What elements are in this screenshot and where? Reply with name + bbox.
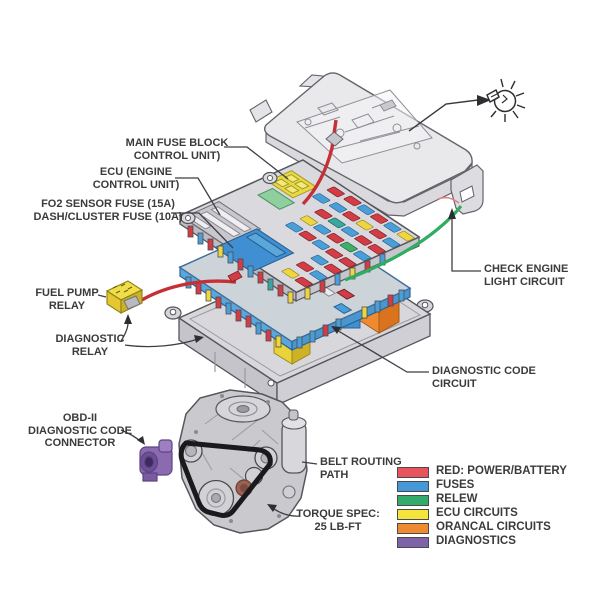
serpentine-belt [178,440,273,518]
callout-main-fuse-block: MAIN FUSE BLOCK CONTROL UNIT) [125,137,229,162]
callout-ecu: ECU (ENGINE CONTROL UNIT) [92,166,180,191]
legend-item-power: RED: POWER/BATTERY [397,465,567,478]
callout-obd2-connector: OBD-II DIAGNOSTIC CODE CONNECTOR [28,412,132,450]
arrowhead-to-bulb [477,95,491,106]
callout-torque-spec: TORQUE SPEC: 25 LB-FT [296,508,380,533]
legend: RED: POWER/BATTERY FUSES RELEW ECU CIRCU… [397,465,567,551]
engine-block [178,389,308,534]
legend-label: ECU CIRCUITS [436,507,518,520]
wire-clip [325,131,344,147]
callout-diagnostic-relay: DIAGNOSTIC RELAY [55,333,125,358]
callout-fuel-pump-relay: FUEL PUMP RELAY [35,287,99,312]
legend-swatch-green [397,494,429,506]
legend-label: RED: POWER/BATTERY [436,465,567,478]
obd2-connector [139,439,173,482]
legend-swatch-blue [397,480,429,492]
check-engine-light-icon [486,78,526,122]
power-wire-to-cover [301,119,338,206]
leader-arrowheads [124,208,456,512]
callout-belt-routing: BELT ROUTING PATH [320,456,402,481]
legend-item-relay: RELEW [397,493,567,506]
pink-wire [437,196,460,204]
green-fuse [258,188,294,209]
callout-check-engine-circuit: CHECK ENGINE LIGHT CIRCUIT [484,263,569,288]
check-engine-arrow-line [408,99,479,132]
callout-fo2-dash-fuse: FO2 SENSOR FUSE (15A) DASH/CLUSTER FUSE … [33,198,183,223]
legend-label: DIAGNOSTICS [436,535,516,548]
fuel-pump-relay [105,280,144,315]
leader-lines [97,146,481,517]
main-fuse-board [172,160,419,304]
legend-item-diagnostics: DIAGNOSTICS [397,535,567,548]
legend-item-ecu: ECU CIRCUITS [397,507,567,520]
legend-item-orange: ORANCAL CIRCUITS [397,521,567,534]
legend-label: RELEW [436,493,478,506]
legend-label: FUSES [436,479,475,492]
middle-board-hanging-fuses [185,276,405,349]
blue-relay [215,229,293,272]
legend-swatch-red [397,466,429,478]
top-board-hanging-fuses [187,225,386,304]
callout-diagnostic-code-circuit: DIAGNOSTIC CODE CIRCUIT [432,365,536,390]
ecu-module [183,202,260,245]
main-fuse-block-connector [268,171,317,198]
legend-label: ORANCAL CIRCUITS [436,521,551,534]
fuel-pump-wire [136,279,237,305]
legend-item-fuses: FUSES [397,479,567,492]
legend-swatch-orange [397,522,429,534]
bulb-rays [490,78,526,122]
legend-swatch-purple [397,536,429,548]
legend-swatch-yellow [397,508,429,520]
